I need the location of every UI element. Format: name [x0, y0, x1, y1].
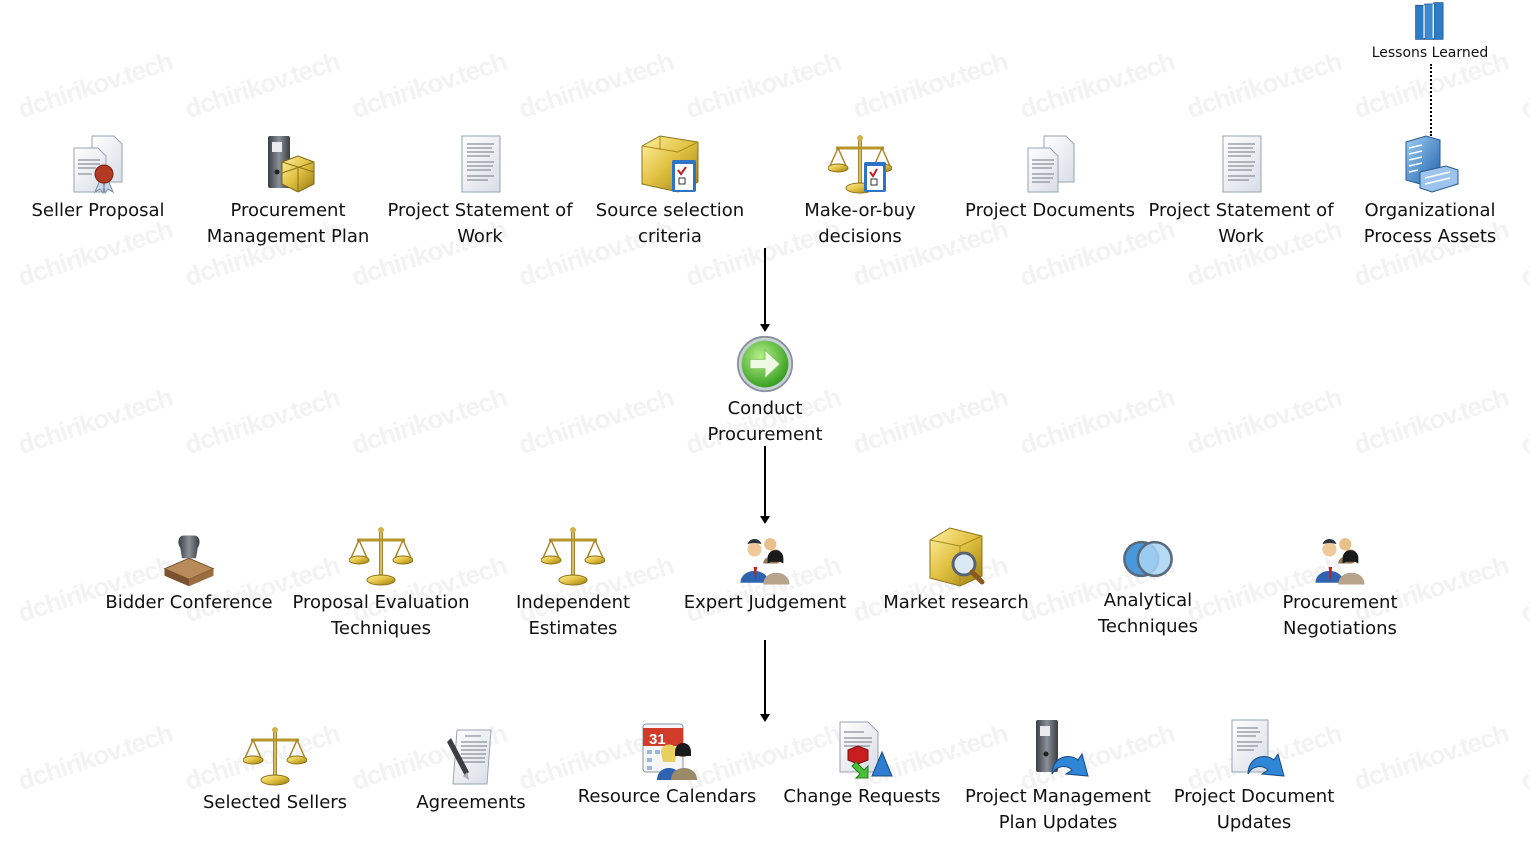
input-label: Procurement Management Plan [206, 200, 370, 247]
watermark-text: dchirikov.tech [1517, 381, 1530, 461]
watermark-text: dchirikov.tech [1517, 717, 1530, 797]
watermark-text: dchirikov.tech [1016, 45, 1178, 125]
lessons-to-opa-connector [1430, 64, 1432, 136]
watermark-text: dchirikov.tech [1517, 549, 1530, 629]
tool-label: Proposal Evaluation Techniques [292, 592, 470, 639]
tool-proposal-evaluation-techniques: Proposal Evaluation Techniques [286, 524, 476, 642]
input-seller-proposal: Seller Proposal [18, 132, 178, 224]
arrow-tools-to-outputs [760, 640, 770, 722]
input-make-or-buy-decisions: Make-or-buy decisions [775, 132, 945, 250]
tool-label: Expert Judgement [683, 592, 847, 613]
watermark-text: dchirikov.tech [181, 381, 343, 461]
contract-pen-icon [439, 724, 503, 788]
watermark-text: dchirikov.tech [14, 45, 176, 125]
input-project-statement-of-work-2: Project Statement of Work [1142, 132, 1340, 250]
certificate-document-icon [66, 132, 130, 196]
output-label: Agreements [416, 792, 526, 813]
output-agreements: Agreements [400, 724, 542, 816]
tool-label: Analytical Techniques [1097, 590, 1198, 637]
tool-analytical-techniques: Analytical Techniques [1070, 532, 1226, 640]
watermark-text: dchirikov.tech [1183, 45, 1345, 125]
box-checklist-icon [638, 132, 702, 196]
scales-icon [349, 524, 413, 588]
people-group-icon [1311, 532, 1369, 588]
tool-label: Independent Estimates [515, 592, 631, 639]
input-label: Project Statement of Work [1148, 200, 1334, 247]
tool-procurement-negotiations: Procurement Negotiations [1262, 532, 1418, 642]
watermark-text: dchirikov.tech [14, 381, 176, 461]
watermark-text: dchirikov.tech [1517, 213, 1530, 293]
document-icon [448, 132, 512, 196]
output-label: Project Management Plan Updates [965, 786, 1151, 833]
input-label: Organizational Process Assets [1363, 200, 1497, 247]
output-label: Change Requests [783, 786, 941, 807]
process-conduct-procurement: Conduct Procurement [680, 334, 850, 448]
tool-independent-estimates: Independent Estimates [495, 524, 651, 642]
input-label: Seller Proposal [31, 200, 165, 221]
tool-label: Market research [883, 592, 1029, 613]
tool-bidder-conference: Bidder Conference [100, 532, 278, 616]
output-resource-calendars: Resource Calendars [572, 718, 762, 810]
watermark-text: dchirikov.tech [1350, 381, 1512, 461]
people-group-icon [736, 532, 794, 588]
watermark-text: dchirikov.tech [14, 213, 176, 293]
output-project-document-updates: Project Document Updates [1166, 718, 1342, 836]
scales-checklist-icon [828, 132, 892, 196]
input-source-selection-criteria: Source selection criteria [580, 132, 760, 250]
tool-label: Procurement Negotiations [1282, 592, 1398, 639]
watermark-text: dchirikov.tech [1183, 381, 1345, 461]
building-icon [1398, 132, 1462, 196]
document-icon [1209, 132, 1273, 196]
input-project-documents: Project Documents [955, 132, 1145, 224]
lessons-learned-label: Lessons Learned [1371, 45, 1489, 61]
input-label: Project Statement of Work [387, 200, 573, 247]
output-selected-sellers: Selected Sellers [195, 724, 355, 816]
watermark-text: dchirikov.tech [515, 381, 677, 461]
tool-expert-judgement: Expert Judgement [676, 532, 854, 616]
box-magnifier-icon [924, 524, 988, 588]
output-label: Selected Sellers [202, 792, 348, 813]
watermark-text: dchirikov.tech [1016, 381, 1178, 461]
input-label: Project Documents [965, 200, 1135, 221]
output-label: Resource Calendars [577, 786, 757, 807]
stamp-icon [161, 532, 217, 588]
scales-icon [541, 524, 605, 588]
binder-update-icon [1026, 718, 1090, 782]
input-label: Source selection criteria [595, 200, 745, 247]
input-procurement-management-plan: Procurement Management Plan [198, 132, 378, 250]
watermark-text: dchirikov.tech [849, 381, 1011, 461]
watermark-text: dchirikov.tech [849, 45, 1011, 125]
input-label: Make-or-buy decisions [804, 200, 916, 247]
tool-market-research: Market research [876, 524, 1036, 616]
watermark-text: dchirikov.tech [1517, 45, 1530, 125]
arrow-inputs-to-process [760, 248, 770, 332]
venn-circles-icon [1116, 532, 1180, 586]
watermark-text: dchirikov.tech [348, 45, 510, 125]
green-arrow-icon [735, 334, 795, 394]
scales-icon [243, 724, 307, 788]
calendar-people-icon [635, 718, 699, 782]
watermark-text: dchirikov.tech [682, 45, 844, 125]
output-change-requests: Change Requests [780, 718, 944, 810]
watermark-text: dchirikov.tech [1350, 717, 1512, 797]
change-request-icon [830, 718, 894, 782]
input-organizational-process-assets: Organizational Process Assets [1345, 132, 1515, 250]
books-icon [1408, 0, 1452, 42]
output-project-management-plan-updates: Project Management Plan Updates [960, 718, 1156, 836]
input-project-statement-of-work: Project Statement of Work [380, 132, 580, 250]
output-label: Project Document Updates [1173, 786, 1335, 833]
watermark-text: dchirikov.tech [181, 45, 343, 125]
watermark-text: dchirikov.tech [14, 717, 176, 797]
watermark-text: dchirikov.tech [515, 45, 677, 125]
document-update-icon [1222, 718, 1286, 782]
watermark-text: dchirikov.tech [348, 381, 510, 461]
lessons-learned-node: Lessons Learned [1360, 0, 1500, 62]
arrow-process-to-tools [760, 446, 770, 524]
tool-label: Bidder Conference [105, 592, 273, 613]
process-label: Conduct Procurement [707, 398, 823, 445]
documents-icon [1018, 132, 1082, 196]
binder-package-icon [256, 132, 320, 196]
